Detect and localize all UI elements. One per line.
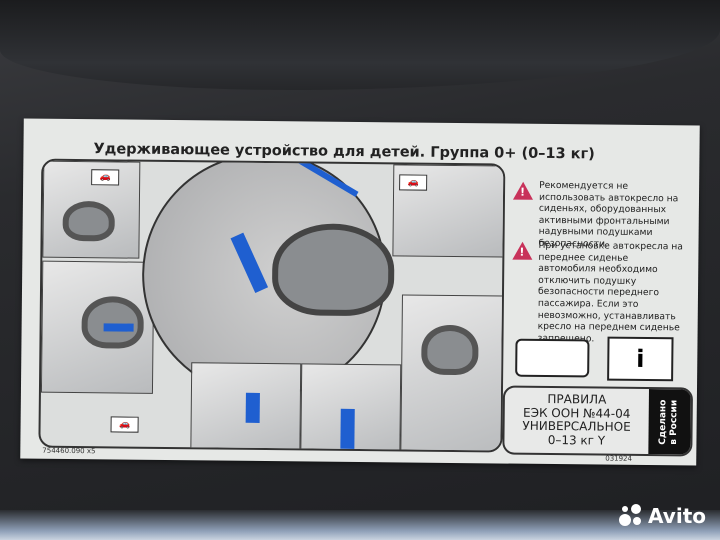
child-seat-drawing [271, 223, 395, 317]
car-seat-cover [0, 0, 720, 90]
child-seat-drawing [62, 200, 115, 242]
avito-watermark: Avito [619, 504, 706, 528]
car-icon: 🚗 [110, 416, 139, 433]
made-in-line: Сделано [658, 399, 669, 445]
car-icon: 🚗 [91, 169, 120, 186]
warning-text-2: При установке автокресла на переднее сид… [537, 239, 683, 344]
child-seat-drawing [421, 324, 479, 376]
rule-line: УНИВЕРСАЛЬНОЕ [522, 418, 631, 434]
child-seat-drawing [81, 296, 144, 349]
car-icon: 🚗 [399, 174, 428, 191]
regulation-box: ПРАВИЛА ЕЭК ООН №44-04 УНИВЕРСАЛЬНОЕ 0–1… [502, 385, 694, 457]
warning-icon [512, 241, 533, 260]
warning-icon [512, 181, 534, 200]
belt [103, 323, 134, 332]
made-in-line: в России [669, 399, 680, 445]
belt [245, 392, 260, 423]
avito-logo-icon [619, 504, 643, 528]
installation-diagram: 🚗 🚗 🚗 [38, 158, 506, 453]
belt [340, 408, 355, 449]
serial-code: 031924 [605, 454, 633, 463]
avito-text: Avito [648, 504, 706, 528]
rule-line: 0–13 кг Y [547, 432, 606, 448]
pointing-hand-icon [515, 338, 590, 378]
regulation-text: ПРАВИЛА ЕЭК ООН №44-04 УНИВЕРСАЛЬНОЕ 0–1… [508, 392, 645, 448]
floor [0, 510, 720, 540]
instruction-label: Удерживающее устройство для детей. Групп… [20, 118, 700, 466]
product-code: 754460.090 x5 [42, 446, 96, 456]
manual-info-icon: i [607, 336, 674, 382]
